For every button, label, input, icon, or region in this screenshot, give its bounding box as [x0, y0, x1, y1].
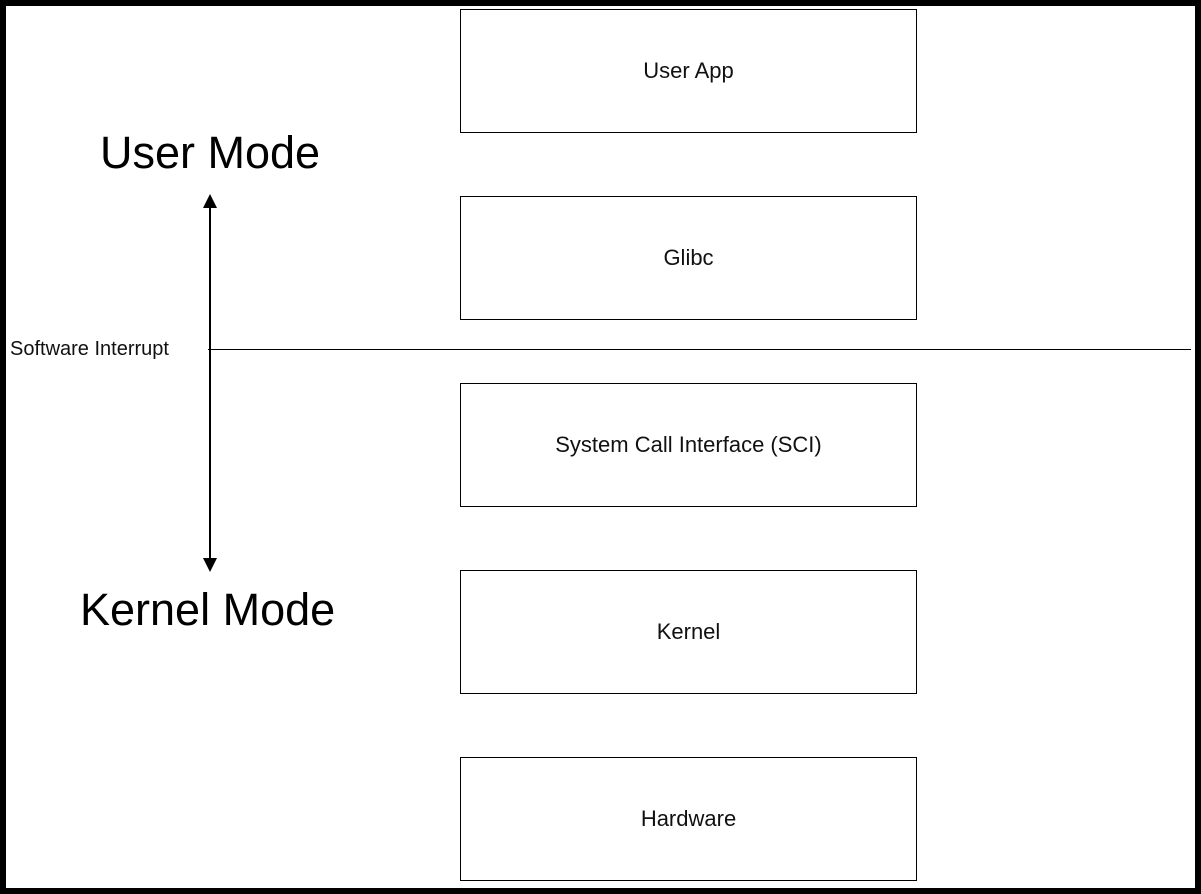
user-app-label: User App	[643, 58, 734, 83]
glibc-label: Glibc	[663, 245, 714, 270]
sci-box: System Call Interface (SCI)	[460, 383, 917, 507]
mode-transition-arrow	[203, 194, 217, 572]
hardware-label: Hardware	[640, 806, 737, 831]
arrow-head-up	[203, 194, 217, 208]
kernel-label: Kernel	[656, 619, 721, 644]
user-app-box: User App	[460, 9, 917, 133]
diagram-canvas: User Mode Kernel Mode Software Interrupt…	[6, 6, 1195, 888]
user-mode-label: User Mode	[100, 127, 321, 178]
software-interrupt-label: Software Interrupt	[10, 338, 169, 360]
kernel-box: Kernel	[460, 570, 917, 694]
kernel-mode-label: Kernel Mode	[80, 584, 336, 635]
hardware-box: Hardware	[460, 757, 917, 881]
mode-boundary-line	[208, 349, 1191, 350]
sci-label: System Call Interface (SCI)	[555, 432, 822, 457]
arrow-head-down	[203, 558, 217, 572]
glibc-box: Glibc	[460, 196, 917, 320]
